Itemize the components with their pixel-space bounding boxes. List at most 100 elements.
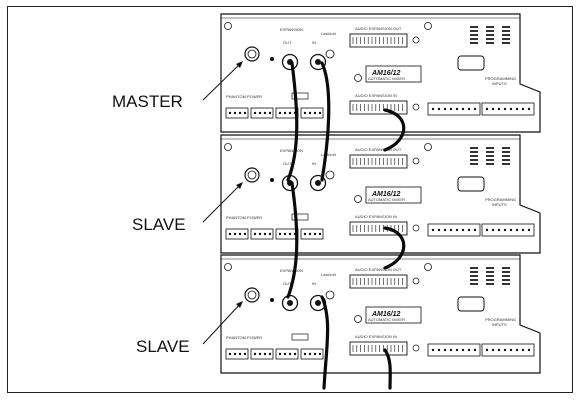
lastunit-label: LastUnit xyxy=(321,31,337,36)
terminal-screw xyxy=(259,112,261,114)
terminal-screw xyxy=(456,349,458,351)
terminal-screw xyxy=(264,353,266,355)
switch-mark xyxy=(502,267,510,269)
audio-in-label: AUDIO EXPANSION IN xyxy=(355,214,397,219)
terminal-screw xyxy=(516,108,518,110)
terminal-screw xyxy=(432,349,434,351)
switch-mark xyxy=(470,151,478,153)
switch-mark xyxy=(486,42,494,44)
terminal-screw xyxy=(444,229,446,231)
terminal-screw xyxy=(432,229,434,231)
inputs-label: INPUTS xyxy=(492,81,507,86)
terminal-screw xyxy=(294,353,296,355)
terminal-screw xyxy=(279,112,281,114)
out-label: OUT xyxy=(283,40,292,45)
terminal-screw xyxy=(269,233,271,235)
terminal-screw xyxy=(504,229,506,231)
terminal-screw xyxy=(304,353,306,355)
terminal-screw xyxy=(456,229,458,231)
switch-mark xyxy=(502,26,510,28)
terminal-screw xyxy=(504,349,506,351)
terminal-screw xyxy=(450,108,452,110)
phantom-label: PHANTOM POWER xyxy=(226,215,262,220)
terminal-screw xyxy=(498,349,500,351)
terminal-screw xyxy=(284,112,286,114)
terminal-screw xyxy=(309,353,311,355)
terminal-screw xyxy=(498,229,500,231)
out-label: OUT xyxy=(283,161,292,166)
terminal-screw xyxy=(438,349,440,351)
switch-mark xyxy=(502,275,510,277)
terminal-screw xyxy=(284,233,286,235)
terminal-screw xyxy=(456,108,458,110)
terminal-screw xyxy=(438,229,440,231)
terminal-screw xyxy=(309,233,311,235)
terminal-screw xyxy=(239,353,241,355)
audio-in-label: AUDIO EXPANSION IN xyxy=(355,93,397,98)
lastunit-label: LastUnit xyxy=(321,272,337,277)
in-label: IN xyxy=(312,161,316,166)
expansion-in-pin xyxy=(315,59,321,65)
in-label: IN xyxy=(312,281,316,286)
switch-mark xyxy=(470,275,478,277)
switch-mark xyxy=(486,147,494,149)
terminal-screw xyxy=(444,108,446,110)
terminal-screw xyxy=(234,233,236,235)
terminal-screw xyxy=(492,108,494,110)
terminal-screw xyxy=(234,353,236,355)
terminal-screw xyxy=(486,108,488,110)
terminal-screw xyxy=(486,229,488,231)
terminal-screw xyxy=(289,112,291,114)
label-master: MASTER xyxy=(112,92,183,111)
switch-mark xyxy=(470,38,478,40)
switch-mark xyxy=(486,34,494,36)
terminal-screw xyxy=(468,108,470,110)
audio-in-label: AUDIO EXPANSION IN xyxy=(355,334,397,339)
switch-mark xyxy=(502,42,510,44)
switch-mark xyxy=(470,279,478,281)
switch-mark xyxy=(502,30,510,32)
terminal-screw xyxy=(450,349,452,351)
terminal-screw xyxy=(522,108,524,110)
model-sub-label: AUTOMATIC MIXER xyxy=(368,317,405,322)
terminal-screw xyxy=(229,233,231,235)
terminal-screw xyxy=(284,353,286,355)
dip-switch xyxy=(292,334,308,340)
switch-mark xyxy=(486,267,494,269)
terminal-screw xyxy=(314,353,316,355)
mixer-units: EXPANSIONOUTINLastUnitAUDIO EXPANSION OU… xyxy=(221,14,540,373)
terminal-screw xyxy=(259,353,261,355)
terminal-screw xyxy=(244,233,246,235)
switch-mark xyxy=(502,159,510,161)
input-terminal-right xyxy=(482,103,534,115)
terminal-screw xyxy=(474,108,476,110)
switch-mark xyxy=(486,271,494,273)
terminal-screw xyxy=(486,349,488,351)
switch-mark xyxy=(470,147,478,149)
terminal-screw xyxy=(304,112,306,114)
terminal-screw xyxy=(254,353,256,355)
terminal-screw xyxy=(504,108,506,110)
audio-out-label: AUDIO EXPANSION OUT xyxy=(355,26,402,31)
terminal-screw xyxy=(498,108,500,110)
terminal-screw xyxy=(474,349,476,351)
terminal-screw xyxy=(309,112,311,114)
terminal-screw xyxy=(259,233,261,235)
db9-port-icon xyxy=(458,297,484,311)
switch-mark xyxy=(502,147,510,149)
terminal-screw xyxy=(522,349,524,351)
terminal-screw xyxy=(229,353,231,355)
input-terminal-right xyxy=(482,344,534,356)
terminal-screw xyxy=(516,349,518,351)
switch-mark xyxy=(486,26,494,28)
terminal-screw xyxy=(528,349,530,351)
terminal-screw xyxy=(319,112,321,114)
terminal-screw xyxy=(444,349,446,351)
input-terminal-left xyxy=(428,344,480,356)
terminal-screw xyxy=(269,112,271,114)
terminal-screw xyxy=(244,112,246,114)
label-slave-2: SLAVE xyxy=(136,337,190,356)
switch-mark xyxy=(486,283,494,285)
